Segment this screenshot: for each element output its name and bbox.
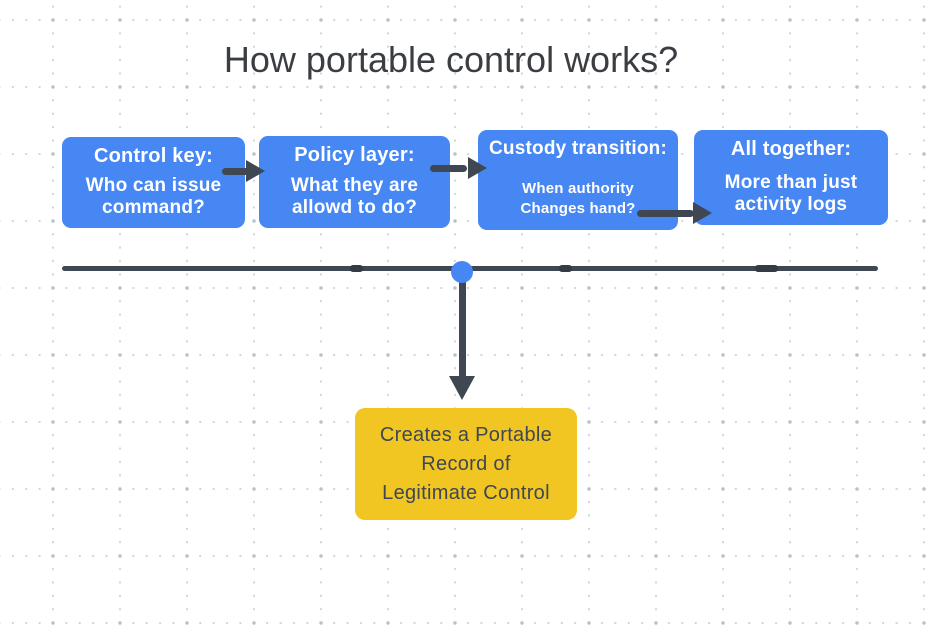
arrow-head-icon [693, 202, 712, 224]
right-arrow-connector-2[interactable] [430, 157, 487, 179]
arrow-head-icon [449, 376, 475, 400]
arrow-head-icon [468, 157, 487, 179]
arrow-stem [430, 165, 467, 172]
flow-box-body-line: More than just [724, 172, 858, 193]
arrow-head-icon [246, 160, 265, 182]
flow-box-body-line: Changes hand? [520, 200, 636, 217]
diagram-title: How portable control works? [223, 39, 679, 80]
arrow-stem [459, 272, 466, 378]
right-arrow-connector-3[interactable] [637, 202, 712, 224]
arrow-stem [222, 168, 249, 175]
flow-box-heading: Control key: [93, 145, 214, 167]
flow-box-policy-layer[interactable]: Policy layer: What they are allowd to do… [259, 136, 450, 228]
flow-box-custody-transition[interactable]: Custody transition: When authority Chang… [478, 130, 678, 230]
flow-box-all-together[interactable]: All together: More than just activity lo… [694, 130, 888, 225]
flow-box-body-line: When authority [522, 180, 634, 197]
flow-box-heading: Policy layer: [294, 144, 415, 166]
flow-box-body-line: command? [102, 197, 205, 218]
flow-box-body-line: What they are [290, 175, 419, 196]
flow-box-body-line: allowd to do? [291, 197, 418, 218]
timeline-tick [350, 265, 363, 272]
arrow-stem [637, 210, 694, 217]
result-box-line: Creates a Portable [379, 423, 553, 446]
flow-box-heading: Custody transition: [489, 138, 667, 159]
flow-box-heading: All together: [730, 138, 852, 160]
timeline-node-dot[interactable] [451, 261, 473, 283]
flow-box-body-line: Who can issue [85, 175, 222, 196]
right-arrow-connector-1[interactable] [222, 160, 265, 182]
timeline-tick [755, 265, 778, 272]
down-arrow-connector[interactable] [449, 272, 475, 400]
flow-box-control-key[interactable]: Control key: Who can issue command? [62, 137, 245, 228]
result-box[interactable]: Creates a Portable Record of Legitimate … [355, 408, 577, 520]
timeline-tick [559, 265, 572, 272]
result-box-line: Legitimate Control [382, 481, 550, 504]
result-box-line: Record of [421, 452, 511, 475]
flow-box-body-line: activity logs [734, 194, 848, 215]
